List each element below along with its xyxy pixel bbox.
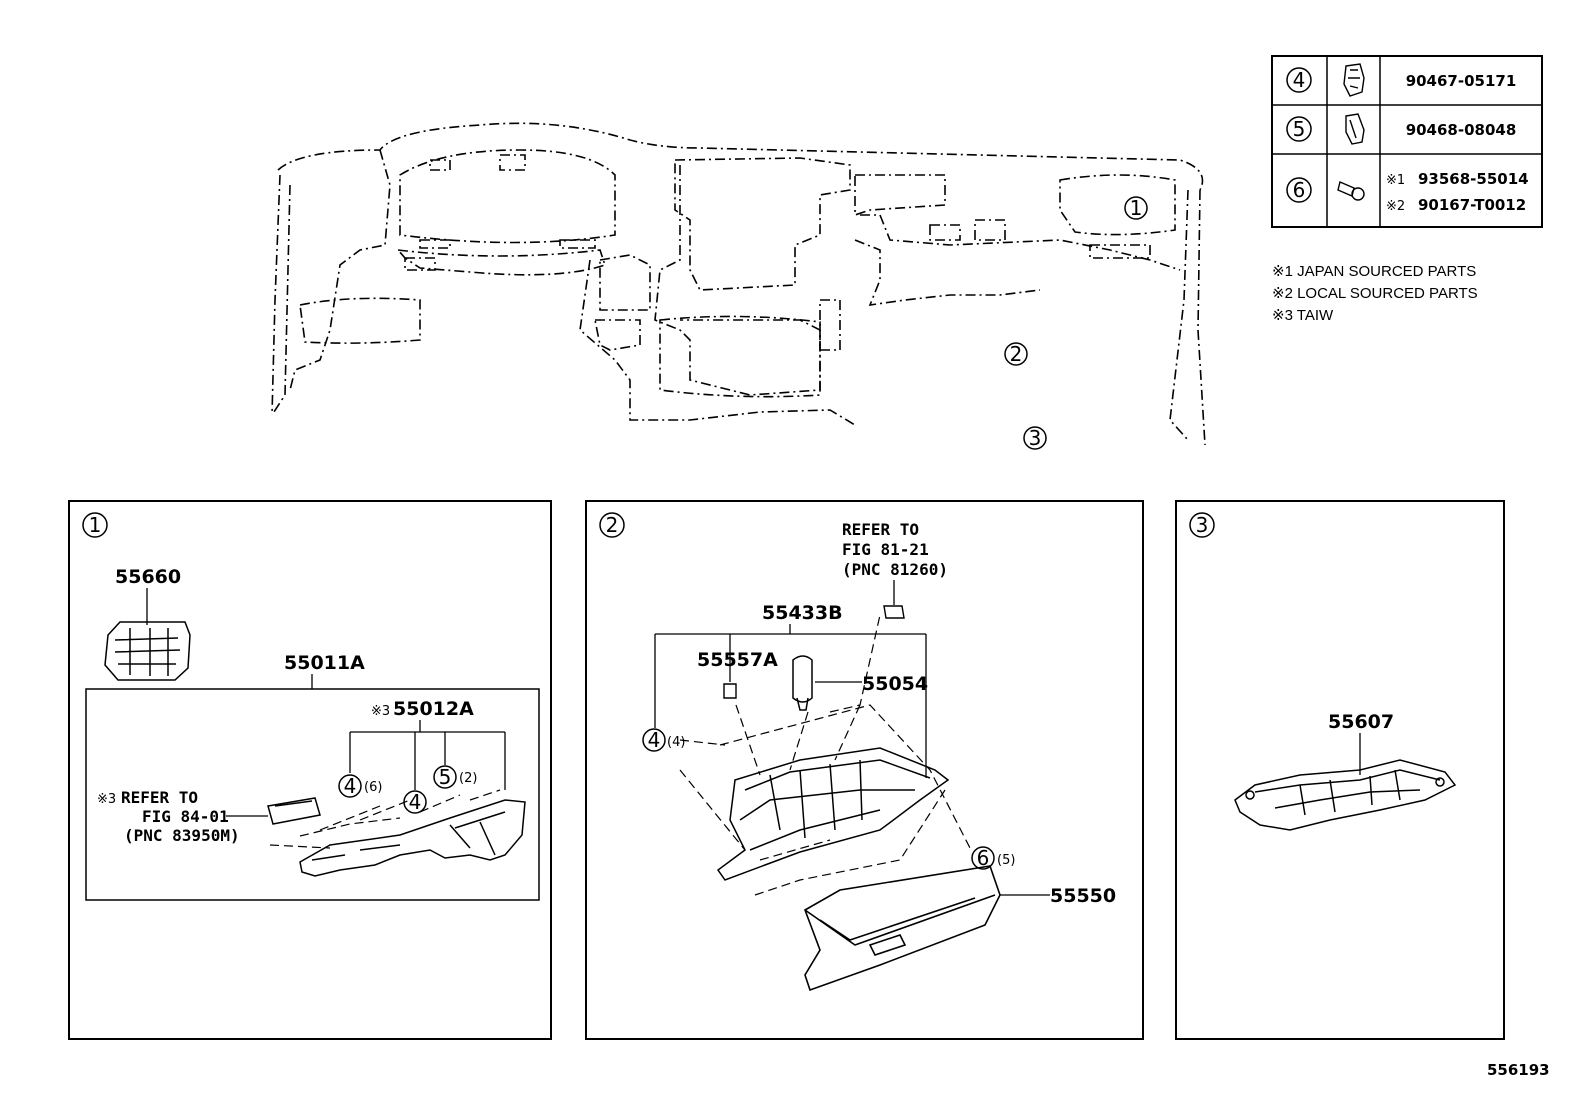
label-55012A: 55012A bbox=[393, 698, 474, 720]
hazard-switch bbox=[267, 797, 321, 825]
panel-3-index: 3 bbox=[1196, 513, 1209, 537]
clip-icon bbox=[1343, 63, 1365, 97]
detail-panel-1: 1 55660 55011A ※3 55012A 4 (6) 4 5 (2) ※… bbox=[68, 500, 552, 1040]
legend-mark-1: ※1 bbox=[1386, 173, 1405, 188]
p1-refer-line1: REFER TO bbox=[121, 788, 198, 807]
glove-box-door-frame-55433B bbox=[716, 747, 950, 881]
label-55011A: 55011A bbox=[284, 652, 365, 674]
label-55433B: 55433B bbox=[762, 602, 843, 624]
legend-part-5: 90468-08048 bbox=[1406, 121, 1517, 139]
glove-box-55550 bbox=[804, 865, 1001, 992]
p2-refer-line3: (PNC 81260) bbox=[842, 560, 948, 579]
legend-part-6a: 93568-55014 bbox=[1418, 170, 1529, 188]
p2-ref-4: 4 bbox=[648, 728, 661, 752]
switch-assembly-55660 bbox=[104, 621, 191, 681]
detail-panel-3: 3 55607 bbox=[1175, 500, 1505, 1040]
lamp-switch bbox=[883, 605, 905, 619]
p1-refer-line2: FIG 84-01 bbox=[142, 807, 229, 826]
p2-ref-6: 6 bbox=[977, 846, 990, 870]
p2-refer-line1: REFER TO bbox=[842, 520, 919, 539]
nut-clip-icon bbox=[1345, 113, 1365, 145]
label-55550: 55550 bbox=[1050, 885, 1116, 907]
instrument-panel-overview bbox=[271, 122, 1206, 446]
label-55557A: 55557A bbox=[697, 649, 778, 671]
p1-ref-5: 5 bbox=[439, 765, 452, 789]
legend-mark-2: ※2 bbox=[1386, 199, 1405, 214]
p1-refer-line3: (PNC 83950M) bbox=[124, 826, 240, 845]
mark-55012A: ※3 bbox=[371, 704, 390, 719]
label-55607: 55607 bbox=[1328, 711, 1394, 733]
legend-part-6b: 90167-T0012 bbox=[1418, 196, 1526, 214]
center-cluster-panel-55011A bbox=[299, 799, 526, 877]
p1-ref-4a: 4 bbox=[344, 774, 357, 798]
p2-refer-line2: FIG 81-21 bbox=[842, 540, 929, 559]
legend-ref-4: 4 bbox=[1293, 68, 1306, 92]
detail-panel-2: 2 REFER TO FIG 81-21 (PNC 81260) 55433B … bbox=[585, 500, 1144, 1040]
p2-ref-4-qty: (4) bbox=[667, 735, 685, 750]
overview-callout-1: 1 bbox=[1130, 196, 1143, 220]
screw-icon bbox=[1337, 181, 1365, 201]
label-55660: 55660 bbox=[115, 566, 181, 588]
overview-callout-2: 2 bbox=[1010, 342, 1023, 366]
legend-notes: ※1 JAPAN SOURCED PARTS ※2 LOCAL SOURCED … bbox=[1272, 263, 1478, 324]
p1-ref-4b: 4 bbox=[409, 790, 422, 814]
p2-ref-6-qty: (5) bbox=[997, 853, 1015, 868]
damper-55054 bbox=[792, 655, 813, 711]
figure-id: 556193 bbox=[1487, 1061, 1550, 1079]
overview-callouts: 1 2 3 bbox=[1004, 196, 1148, 450]
legend-ref-5: 5 bbox=[1293, 117, 1306, 141]
note-2: ※2 LOCAL SOURCED PARTS bbox=[1272, 285, 1478, 302]
legend-ref-6: 6 bbox=[1293, 178, 1306, 202]
lower-panel-55607 bbox=[1234, 759, 1457, 831]
panel-2-index: 2 bbox=[606, 513, 619, 537]
legend-part-4: 90467-05171 bbox=[1406, 72, 1517, 90]
clip-55557A bbox=[723, 683, 737, 699]
p1-ref-5-qty: (2) bbox=[459, 771, 477, 786]
p1-refer-mark: ※3 bbox=[97, 792, 116, 807]
panel-1-index: 1 bbox=[89, 513, 102, 537]
note-3: ※3 TAIW bbox=[1272, 307, 1334, 324]
label-55054: 55054 bbox=[862, 673, 928, 695]
note-1: ※1 JAPAN SOURCED PARTS bbox=[1272, 263, 1476, 280]
p1-ref-4a-qty: (6) bbox=[364, 780, 382, 795]
fastener-legend-table: 4 90467-05171 5 90468-08048 6 ※1 93568-5… bbox=[1271, 55, 1543, 228]
overview-callout-3: 3 bbox=[1029, 426, 1042, 450]
